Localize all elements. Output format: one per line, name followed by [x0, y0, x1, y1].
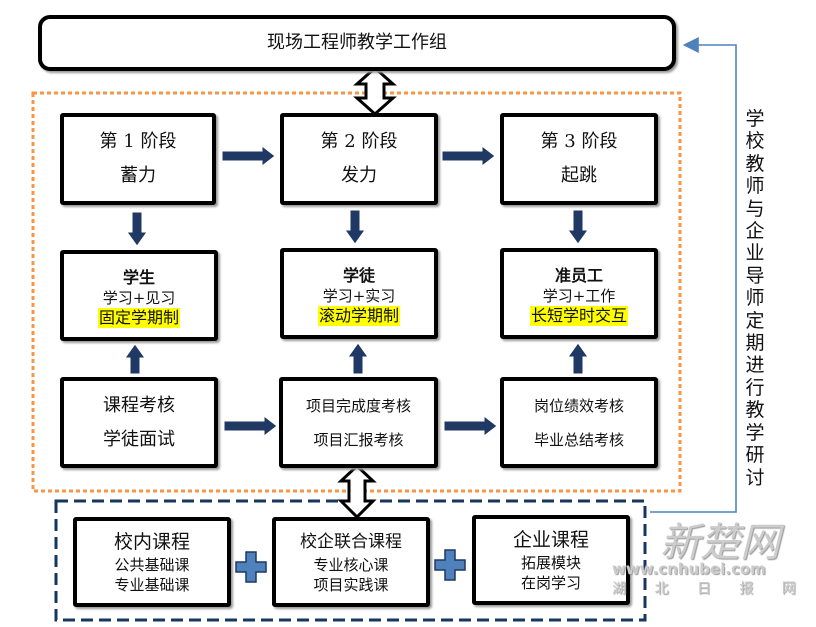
top-box-label: 现场工程师教学工作组: [267, 32, 447, 53]
side-vertical-text: 学校教师与企业导师定期进行教学研讨: [745, 108, 765, 489]
role-mode: 学习+工作: [542, 286, 616, 305]
stage-subtitle: 蓄力: [120, 165, 156, 186]
assessment-box-2: 项目完成度考核 项目汇报考核: [279, 377, 438, 468]
arrow-down-icon: [126, 211, 148, 247]
role-name: 准员工: [554, 265, 603, 285]
course-line: 项目实践课: [313, 576, 389, 594]
plus-icon: [235, 551, 267, 583]
assessment-box-1: 课程考核 学徒面试: [60, 377, 218, 468]
assessment-line: 学徒面试: [103, 428, 175, 450]
plus-icon: [434, 549, 466, 581]
role-name: 学徒: [342, 265, 375, 285]
assessment-line: 项目完成度考核: [305, 396, 411, 415]
role-system-highlight: 长短学时交互: [529, 305, 628, 326]
stage-subtitle: 起跳: [561, 165, 597, 186]
stage-title: 第 3 阶段: [540, 131, 618, 152]
top-box: 现场工程师教学工作组: [38, 15, 676, 71]
role-box-1: 学生 学习+见习 固定学期制: [60, 250, 218, 341]
double-arrow-icon: [353, 65, 397, 117]
arrow-up-icon: [347, 342, 369, 375]
assessment-box-3: 岗位绩效考核 毕业总结考核: [500, 377, 658, 468]
course-line: 公共基础课: [114, 556, 190, 574]
assessment-line: 课程考核: [103, 394, 175, 416]
side-feedback-line: [650, 37, 737, 513]
watermark-url: www.cnhubei.com: [612, 560, 766, 578]
assessment-line: 岗位绩效考核: [533, 396, 624, 415]
role-box-3: 准员工 学习+工作 长短学时交互: [500, 248, 658, 339]
course-line: 专业核心课: [313, 556, 389, 574]
arrow-down-icon: [344, 209, 366, 245]
arrow-right-icon: [223, 414, 278, 438]
watermark-name: 湖 北 日 报 网: [612, 581, 808, 597]
course-title: 校内课程: [113, 531, 190, 553]
arrow-up-icon: [124, 343, 146, 375]
arrow-right-icon: [441, 144, 496, 168]
assessment-line: 毕业总结考核: [533, 430, 624, 449]
arrow-up-icon: [567, 342, 589, 375]
role-mode: 学习+实习: [322, 286, 396, 305]
role-box-2: 学徒 学习+实习 滚动学期制: [280, 248, 438, 339]
stage-box-3: 第 3 阶段 起跳: [500, 113, 658, 205]
watermark-logo: 新楚网: [660, 520, 780, 566]
role-mode: 学习+见习: [102, 288, 176, 307]
stage-box-1: 第 1 阶段 蓄力: [60, 113, 216, 205]
stage-title: 第 2 阶段: [320, 131, 398, 152]
course-title: 校企联合课程: [300, 532, 402, 552]
role-system-highlight: 滚动学期制: [317, 305, 400, 326]
course-line: 在岗学习: [520, 574, 581, 592]
role-system-highlight: 固定学期制: [97, 307, 180, 328]
course-box-2: 校企联合课程 专业核心课 项目实践课: [272, 517, 430, 607]
course-box-3: 企业课程 拓展模块 在岗学习: [472, 515, 630, 605]
stage-subtitle: 发力: [341, 165, 377, 186]
stage-box-2: 第 2 阶段 发力: [280, 113, 438, 205]
course-line: 专业基础课: [114, 576, 190, 594]
course-line: 拓展模块: [520, 554, 581, 572]
arrow-down-icon: [567, 209, 589, 245]
arrow-right-icon: [221, 144, 276, 168]
stage-title: 第 1 阶段: [99, 131, 177, 152]
role-name: 学生: [122, 267, 155, 287]
course-title: 企业课程: [512, 529, 589, 551]
assessment-line: 项目汇报考核: [313, 430, 404, 449]
course-box-1: 校内课程 公共基础课 专业基础课: [73, 517, 231, 607]
arrow-right-icon: [443, 414, 498, 438]
